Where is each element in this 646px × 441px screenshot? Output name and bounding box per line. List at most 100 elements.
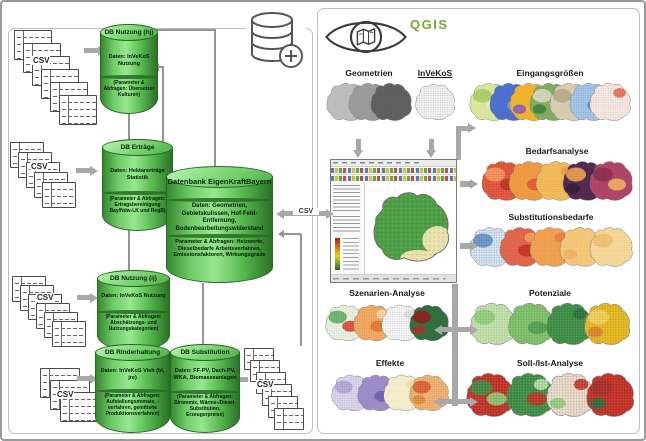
- bavaria-map: [373, 192, 450, 262]
- flow-arrowhead: [434, 397, 442, 407]
- bavaria-map: [546, 302, 593, 345]
- flow-arrow: [442, 327, 470, 332]
- flow-arrowhead: [90, 293, 98, 303]
- map-group-potenziale: Potenziale: [466, 288, 634, 348]
- db-title: Datenbank EigenKraftBayern: [167, 177, 272, 186]
- db-data-text: Daten: InVeKoS Nutzung: [108, 54, 150, 67]
- map-group-substitutionsbedarfe: Substitutionsbedarfe: [466, 212, 636, 270]
- bavaria-map: [409, 304, 449, 342]
- map-strip: [322, 80, 416, 124]
- table-file-icon: [274, 408, 304, 430]
- flow-arrow: [442, 399, 470, 404]
- flow-arrowhead: [470, 325, 478, 335]
- connector-line: [284, 233, 301, 235]
- flow-bar-vertical: [452, 284, 458, 406]
- flow-arrowhead: [426, 150, 436, 158]
- db-data-text: Daten: InVeKoS Nutzung: [101, 293, 166, 299]
- qgis-layers-panel: [331, 182, 365, 275]
- db-data-text: Daten: Geometrien, Gebietskulissen, Hof-…: [175, 203, 264, 232]
- db-params-text: (Parameter & Abfragen: Aufstallungsmonat…: [104, 393, 161, 417]
- db-data-text: Daten: InVeKoS Vieh (bl, jre): [100, 368, 165, 381]
- cylinder-band: [171, 390, 239, 394]
- flow-arrow: [77, 295, 90, 300]
- bavaria-map: [589, 161, 633, 201]
- flow-arrow: [356, 139, 361, 151]
- db-title: DB Erträge: [120, 144, 155, 151]
- map-group-soll-ist-analyse: Soll-/Ist-Analyse: [462, 358, 638, 420]
- connector-line: [128, 113, 130, 147]
- map-strip: [322, 300, 452, 346]
- section-label-subst: Substitutionsbedarfe: [508, 212, 594, 222]
- csv-file-stack: CSV: [14, 30, 106, 134]
- csv-exchange-arrowhead: [326, 209, 334, 219]
- connector-line: [162, 66, 164, 176]
- bavaria-map: [506, 373, 555, 417]
- db-title: DB Rinderhaltung: [104, 349, 161, 356]
- section-label-geometrien: Geometrien: [345, 68, 393, 78]
- db-params-text: (Parameter & Abfragen: Übersetzer Kultur…: [103, 80, 155, 98]
- map-strip: [478, 158, 636, 204]
- layer-tree: [333, 185, 360, 211]
- qgis-window-body: [331, 182, 456, 275]
- legend-color-ramp: [335, 238, 340, 270]
- map-group-eingangsgroessen: Eingangsgrößen: [466, 68, 634, 124]
- map-group-szenarien-analyse: Szenarien-Analyse: [322, 288, 452, 346]
- db-data-text: Daten: FF-PV, Dach-PV, WKA, Biomasseanla…: [173, 368, 237, 381]
- table-file-icon: [59, 95, 97, 125]
- csv-label: CSV: [56, 390, 75, 399]
- cylinder-top: [97, 270, 170, 287]
- flow-arrowhead: [90, 374, 98, 384]
- datenbank-eigenkraftbayern-cylinder: Datenbank EigenKraftBayern Daten: Geomet…: [166, 166, 273, 283]
- flow-arrow: [460, 243, 471, 249]
- flow-arrowhead: [470, 179, 478, 189]
- map-strip: [462, 370, 638, 420]
- cylinder-top: [95, 344, 170, 361]
- bavaria-map: [466, 373, 515, 417]
- map-strip: [466, 300, 634, 348]
- db-title: DB Nutzung (ij): [110, 275, 157, 282]
- connector-line: [202, 283, 204, 345]
- bavaria-map: [370, 83, 412, 121]
- section-label-bedarf: Bedarfsanalyse: [525, 146, 589, 156]
- flow-arrow: [458, 126, 468, 131]
- eye-map-icon: [323, 14, 409, 60]
- connector-arrowhead: [278, 230, 284, 238]
- bavaria-map: [586, 373, 635, 417]
- db-substitution-cylinder: DB Substitution Daten: FF-PV, Dach-PV, W…: [170, 344, 240, 433]
- csv-file-stack: CSV: [244, 348, 310, 434]
- csv-file-stack: CSV: [12, 276, 104, 354]
- cylinder-band: [103, 191, 172, 195]
- qgis-logo-text: QGIS: [410, 17, 449, 32]
- db-params-text: (Parameter & Abfragen: Abschätzungs- und…: [105, 314, 162, 332]
- qgis-menubar: [331, 160, 456, 167]
- qgis-map-canvas: [365, 182, 456, 275]
- table-file-icon: [52, 321, 86, 347]
- bavaria-map: [470, 302, 517, 345]
- qgis-application-screenshot: [330, 159, 457, 283]
- database-plus-icon: [246, 10, 306, 72]
- flow-arrow: [84, 48, 98, 53]
- connector-line: [133, 29, 215, 31]
- csv-file-stack: CSV: [10, 142, 98, 218]
- csv-label: CSV: [36, 293, 55, 302]
- db-rinderhaltung-cylinder: DB Rinderhaltung Daten: InVeKoS Vieh (bl…: [95, 344, 170, 433]
- db-title: DB Substitution: [180, 349, 230, 356]
- layer-tree: [333, 216, 360, 234]
- connector-line: [300, 234, 302, 346]
- map-strip: [328, 370, 452, 416]
- csv-file-stack: CSV: [40, 368, 110, 432]
- flow-arrowhead: [353, 150, 363, 158]
- csv-exchange-label: CSV: [293, 208, 319, 215]
- cylinder-top: [166, 166, 273, 188]
- bavaria-map: [508, 302, 555, 345]
- flow-arrowhead: [90, 166, 98, 176]
- bavaria-map: [415, 83, 455, 121]
- flow-arrow: [429, 139, 434, 151]
- db-nutzung-ij-cylinder: DB Nutzung (ij) Daten: InVeKoS Nutzung (…: [97, 270, 170, 351]
- cylinder-band: [98, 310, 169, 314]
- flow-arrow: [460, 181, 471, 187]
- map-strip: [410, 80, 460, 124]
- csv-label: CSV: [30, 162, 49, 171]
- flow-arrowhead: [470, 397, 478, 407]
